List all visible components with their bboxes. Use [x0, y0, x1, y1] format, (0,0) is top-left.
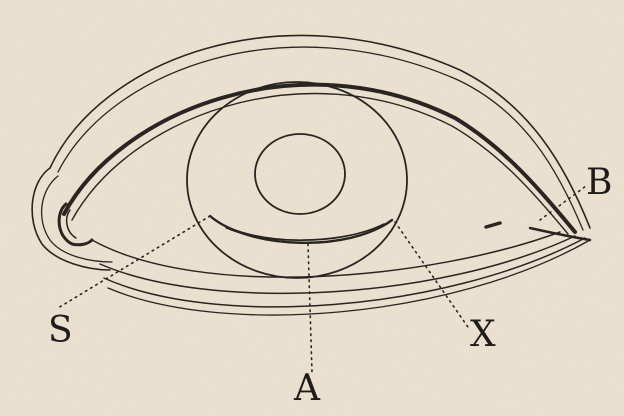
label-b: B: [586, 162, 612, 203]
label-s: S: [48, 310, 73, 351]
label-a: A: [293, 368, 321, 409]
label-x: X: [470, 314, 496, 355]
